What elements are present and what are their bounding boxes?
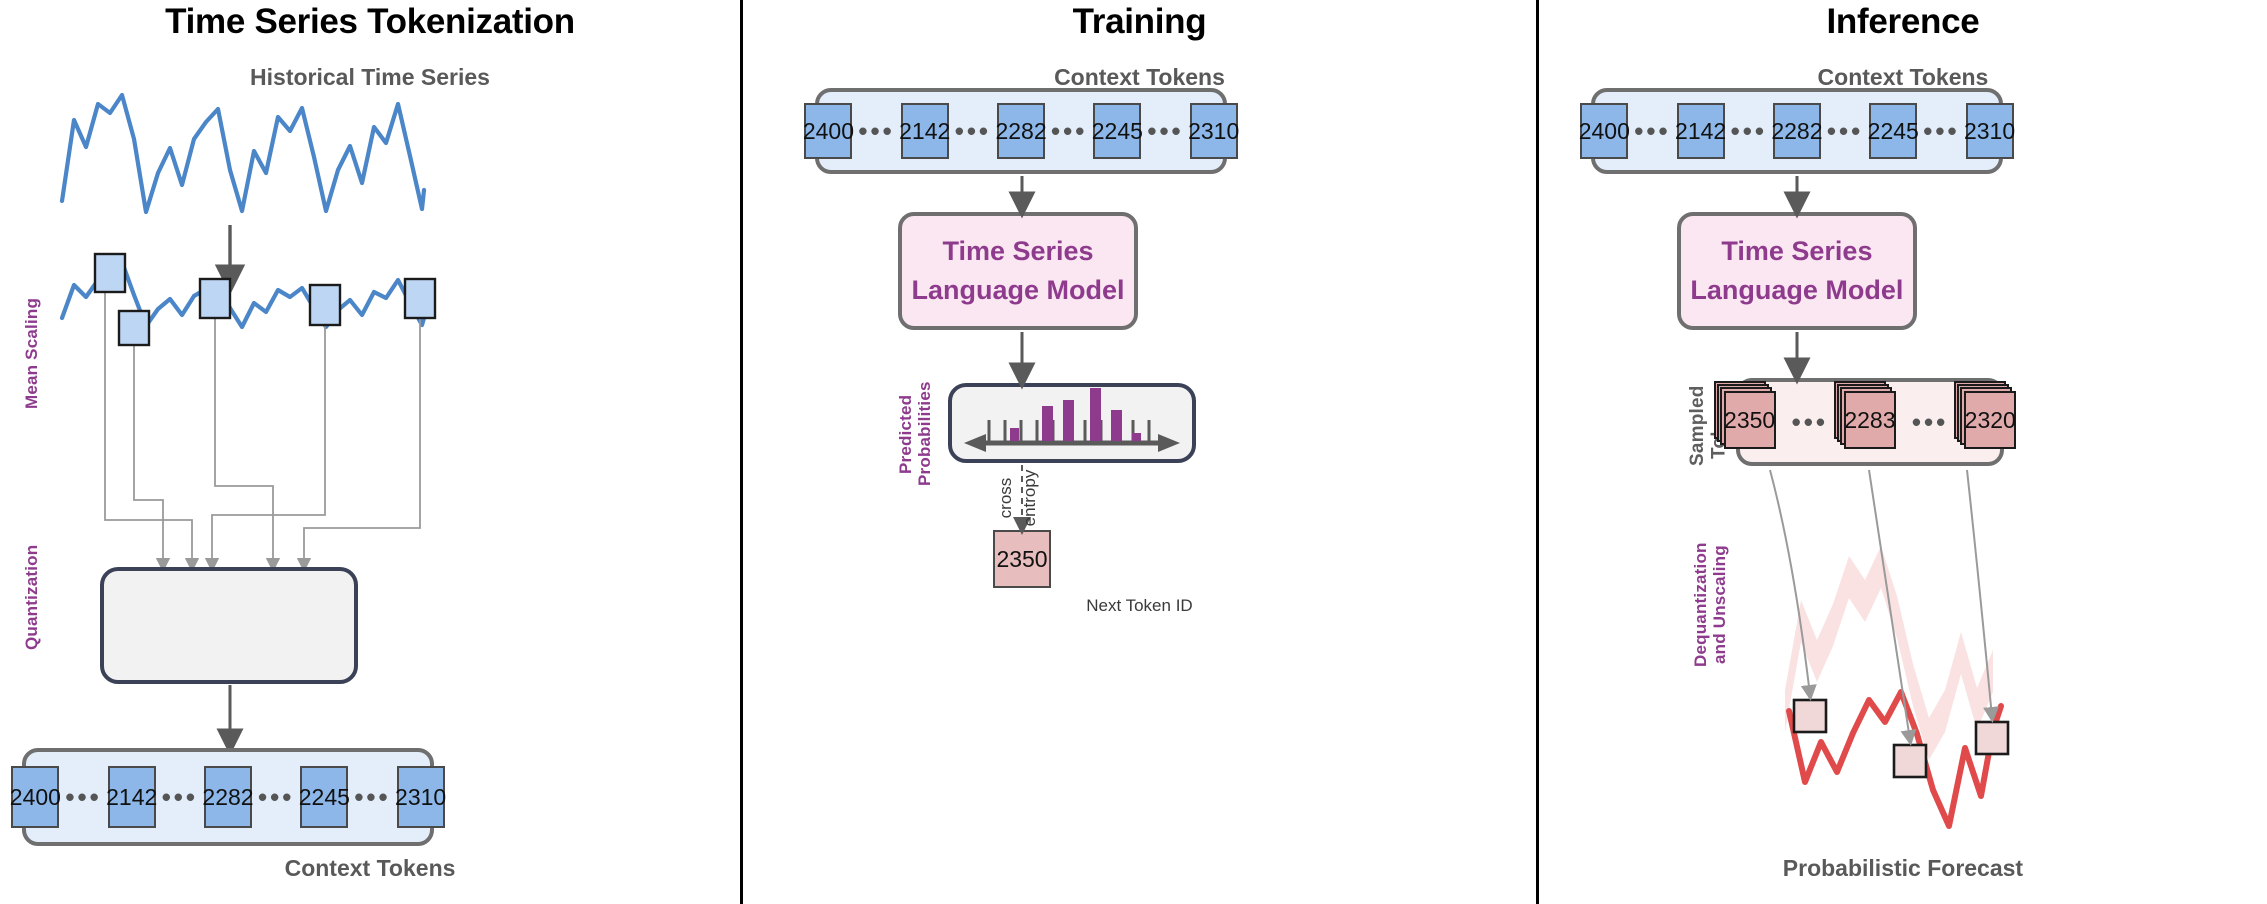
dequant-arrow-1	[1768, 469, 1817, 701]
next-token-id-caption: Next Token ID	[1086, 596, 1193, 615]
panel-title-training: Training	[1072, 2, 1207, 41]
token-box[interactable]: 2400	[1579, 103, 1630, 159]
dequantized-sample	[1974, 720, 2010, 756]
context-tokens-strip-tokenization[interactable]: 2400 ••• 2142 ••• 2282 ••• 2245 ••• 2310	[10, 748, 446, 846]
raw-series-line	[59, 92, 427, 215]
token-ellipsis: •••	[65, 781, 102, 812]
connector-2	[133, 345, 171, 573]
token-ellipsis: •••	[954, 115, 992, 146]
sample-window	[403, 277, 437, 320]
token-box[interactable]: 2310	[1188, 103, 1239, 159]
dequantized-sample-group	[1792, 698, 2010, 779]
panel-title-inference: Inference	[1826, 2, 1980, 41]
context-tokens-caption-tokenization: Context Tokens	[284, 855, 456, 881]
connector-4	[204, 325, 326, 573]
forecast-uncertainty-band	[1784, 546, 1993, 760]
training-graphics: cross entropy	[964, 176, 1181, 535]
token-ellipsis: •••	[1923, 115, 1960, 146]
dequantized-sample	[1792, 698, 1828, 734]
next-token-id-box[interactable]: 2350	[993, 530, 1052, 588]
model-box-training[interactable]: Time Series Language Model	[898, 212, 1139, 330]
sampled-token-box[interactable]: 2320	[1964, 391, 2017, 449]
token-ellipsis: •••	[1147, 115, 1184, 146]
connector-5	[296, 300, 421, 573]
sample-window	[308, 283, 342, 327]
prob-bar	[1132, 433, 1142, 441]
token-box[interactable]: 2310	[395, 766, 446, 828]
probabilistic-forecast-caption: Probabilistic Forecast	[1782, 855, 2024, 881]
sample-window	[198, 277, 232, 320]
context-tokens-strip-training[interactable]: 2400 ••• 2142 ••• 2282 ••• 2245 ••• 2310	[803, 88, 1239, 174]
inference-graphics	[1768, 176, 2010, 829]
model-line-2: Language Model	[1690, 275, 1904, 305]
model-line-1: Time Series	[942, 235, 1094, 266]
probability-bars	[1010, 388, 1142, 441]
token-box[interactable]: 2142	[1675, 103, 1726, 159]
model-box-inference[interactable]: Time Series Language Model	[1676, 212, 1917, 330]
token-box[interactable]: 2142	[899, 103, 950, 159]
token-ellipsis: •••	[258, 781, 295, 812]
sampled-token-box[interactable]: 2283	[1843, 391, 1896, 449]
context-tokens-title-inference: Context Tokens	[1817, 64, 1989, 90]
token-ellipsis: •••	[1634, 115, 1671, 146]
token-box[interactable]: 2400	[803, 103, 854, 159]
prob-bar	[1042, 406, 1054, 441]
prob-bar	[1090, 388, 1102, 441]
sampled-token-stack: 2320	[1954, 381, 2017, 453]
sampled-token-stack: 2283	[1833, 381, 1896, 453]
panel-training: Training Context Tokens 2400 ••• 2142 ••…	[743, 0, 1536, 904]
sample-window	[93, 252, 127, 294]
connector-3	[214, 318, 281, 573]
sampled-token-box[interactable]: 2350	[1723, 391, 1776, 449]
sample-window	[117, 309, 151, 347]
dequant-arrow-2	[1867, 469, 1917, 746]
token-ellipsis: •••	[1051, 115, 1088, 146]
model-line-1: Time Series	[1721, 235, 1873, 266]
forecast-line	[1785, 689, 2004, 829]
dequant-arrow-3	[1965, 469, 1999, 723]
token-box[interactable]: 2282	[1771, 103, 1823, 159]
prob-bar	[1010, 428, 1020, 441]
panel-title-tokenization: Time Series Tokenization	[165, 2, 575, 41]
prob-bar	[1063, 400, 1075, 441]
quantization-box	[100, 567, 358, 684]
connector-1	[104, 292, 200, 573]
token-box[interactable]: 2400	[10, 766, 61, 828]
historical-series-title: Historical Time Series	[250, 64, 490, 90]
panel-inference: Inference Context Tokens 2400 ••• 2142 •…	[1539, 0, 2267, 904]
sampled-token-ellipsis: •••	[1911, 406, 1949, 437]
token-ellipsis: •••	[858, 115, 895, 146]
sample-window-group	[93, 252, 437, 347]
panel-time-series-tokenization: Time Series Tokenization Historical Time…	[0, 0, 740, 904]
token-ellipsis: •••	[1826, 115, 1864, 146]
prob-bar	[1111, 410, 1123, 441]
token-ellipsis: •••	[1730, 115, 1767, 146]
panel-divider-2	[1535, 0, 1539, 904]
token-box[interactable]: 2245	[299, 766, 350, 828]
sampled-token-ellipsis: •••	[1791, 406, 1828, 437]
sampled-tokens-strip[interactable]: 2350 ••• 2283 ••• 2320	[1713, 378, 2017, 466]
token-box[interactable]: 2310	[1964, 103, 2015, 159]
cross-entropy-word-1: cross	[996, 478, 1015, 519]
token-box[interactable]: 2282	[995, 103, 1047, 159]
cross-entropy-word-2: entropy	[1020, 469, 1039, 526]
context-tokens-strip-inference[interactable]: 2400 ••• 2142 ••• 2282 ••• 2245 ••• 2310	[1579, 88, 2015, 174]
dequantized-sample	[1892, 743, 1928, 779]
sampled-token-stack: 2350	[1713, 381, 1776, 453]
token-box[interactable]: 2282	[202, 766, 254, 828]
token-box[interactable]: 2245	[1092, 103, 1143, 159]
context-tokens-title-training: Context Tokens	[1054, 64, 1225, 90]
model-line-2: Language Model	[911, 275, 1125, 305]
token-box[interactable]: 2142	[106, 766, 157, 828]
token-ellipsis: •••	[161, 781, 198, 812]
token-box[interactable]: 2245	[1868, 103, 1919, 159]
token-ellipsis: •••	[354, 781, 391, 812]
panel-divider-1	[740, 0, 744, 904]
probability-axis	[964, 388, 1181, 452]
